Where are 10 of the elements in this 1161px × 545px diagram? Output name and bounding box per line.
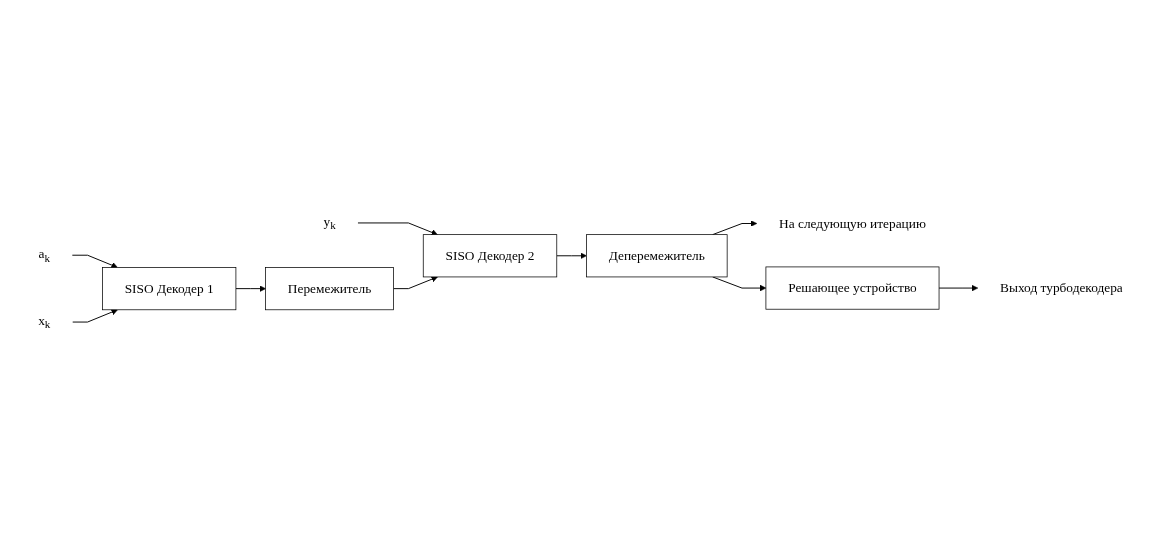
node-text: x$_{k}$ bbox=[38, 313, 51, 331]
node-text: y$_{k}$ bbox=[323, 214, 336, 232]
node-box: SISO Декодер 2 bbox=[422, 234, 558, 278]
node-box: Деперемежитель bbox=[586, 234, 728, 278]
node-text: На следующую итерацию bbox=[779, 215, 926, 231]
node-text: a$_{k}$ bbox=[38, 246, 51, 264]
node-box: Решающее устройство bbox=[765, 266, 940, 310]
node-text: Выход турбодекодера bbox=[1000, 280, 1123, 296]
node-box: Перемежитель bbox=[265, 267, 394, 311]
node-box: SISO Декодер 1 bbox=[102, 267, 237, 311]
